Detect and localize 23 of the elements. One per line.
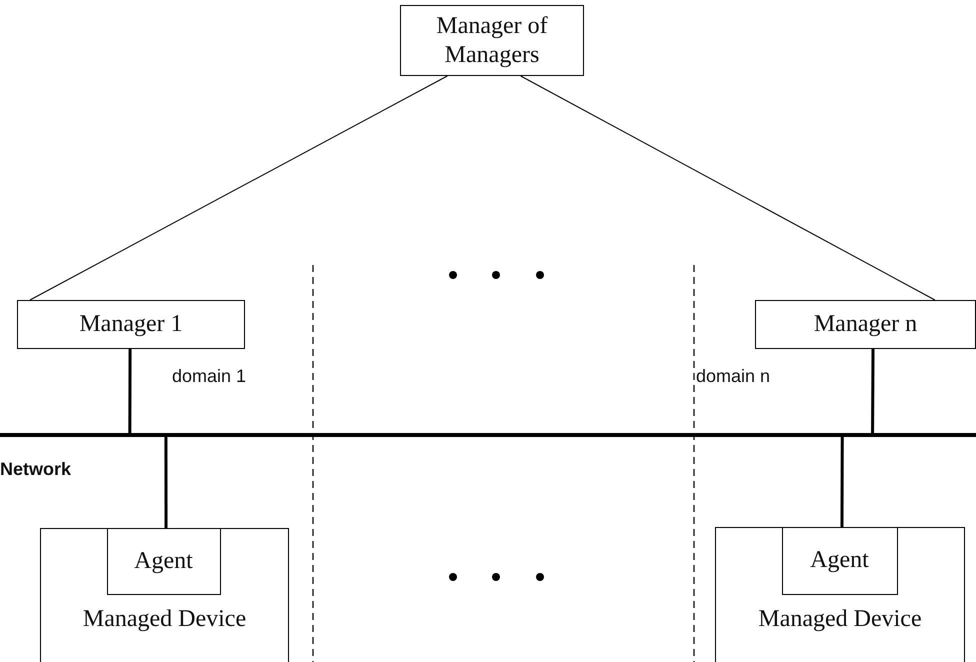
domain-label: domain n [696, 366, 770, 387]
agent-box [782, 526, 898, 594]
device-box [40, 528, 289, 662]
device-label: Managed Device [758, 605, 922, 634]
manager-box [17, 300, 245, 349]
device-box [715, 527, 965, 662]
box-label: Agent [134, 546, 193, 576]
domain-label: domain 1 [172, 366, 246, 387]
connector-line [840, 437, 844, 527]
connector-line [871, 348, 875, 433]
box-label: Agent [810, 546, 869, 575]
box-label: Manager n [814, 310, 918, 339]
manager-box [755, 300, 976, 349]
box-label: Manager of Managers [435, 12, 549, 70]
connector-line [520, 76, 936, 300]
agent-box [106, 528, 220, 594]
network-label: Network [0, 459, 72, 480]
connector-line [164, 437, 168, 528]
connector-line [128, 349, 132, 433]
manager-box [400, 5, 584, 76]
device-label: Managed Device [82, 605, 246, 634]
connector-line [30, 76, 448, 300]
box-label: Manager 1 [79, 310, 183, 339]
